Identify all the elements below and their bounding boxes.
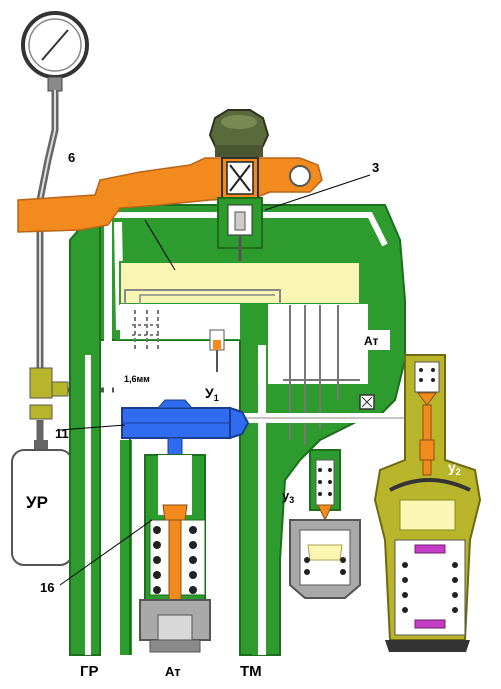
u2-sub: 2: [456, 467, 461, 477]
reservoir-label: УР: [26, 493, 48, 512]
top-cap: [208, 109, 270, 157]
u1-main: У: [205, 385, 214, 401]
callout-11: 11: [55, 426, 69, 441]
u3-sub: 3: [289, 495, 294, 505]
orifice-label: 1,6мм: [124, 374, 150, 384]
valve-u2: [373, 354, 482, 652]
pressure-gauge: [21, 11, 89, 92]
u1-sub: 1: [214, 393, 219, 403]
u3-main: у: [282, 488, 290, 503]
yellow-chamber: [119, 261, 361, 310]
check-valve-u1: [209, 329, 225, 372]
callout-16: 16: [40, 580, 54, 595]
callout-6: 6: [68, 150, 75, 165]
leader-lines: [59, 174, 371, 586]
valve-u3: [289, 449, 361, 599]
spring-right: [402, 562, 458, 613]
spring-left: [153, 526, 197, 594]
at-top-label: Ат: [364, 334, 379, 348]
u2-label: у2: [448, 459, 461, 477]
callout-3: 3: [372, 160, 379, 175]
solenoid: [217, 157, 263, 262]
lower-left-valve: [139, 454, 211, 653]
at-bottom-label: Ат: [165, 664, 181, 679]
u3-label: у3: [282, 488, 294, 505]
tm-label: ТМ: [240, 663, 262, 680]
u1-label: У1: [205, 385, 219, 403]
reservoir: УР: [11, 440, 73, 566]
u2-main: у: [448, 459, 456, 475]
gr-label: ГР: [80, 663, 99, 680]
internal-channels: [120, 304, 375, 445]
